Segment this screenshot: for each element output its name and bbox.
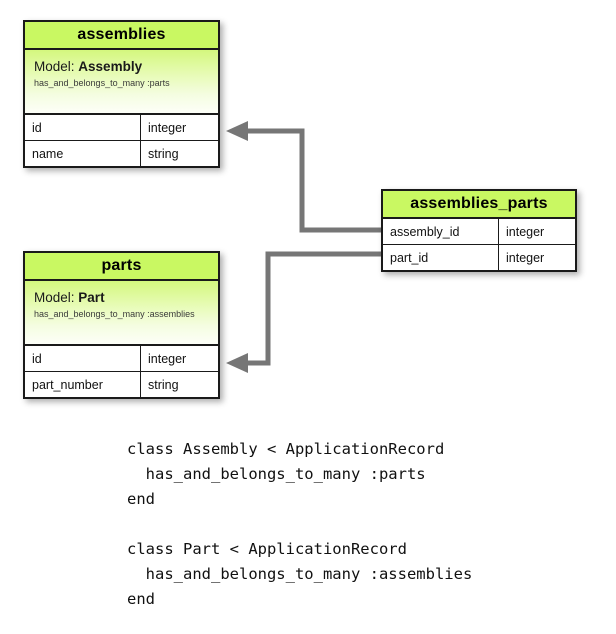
arrow-left-icon bbox=[226, 353, 248, 373]
er-column-row: part_id integer bbox=[383, 245, 575, 270]
er-column-name: part_number bbox=[25, 372, 141, 397]
code-block-assembly: class Assembly < ApplicationRecord has_a… bbox=[127, 440, 445, 508]
er-column-name: name bbox=[25, 141, 141, 166]
er-column-list: id integer part_number string bbox=[25, 346, 218, 397]
er-model-line: Model: Part bbox=[34, 290, 209, 306]
er-column-name: id bbox=[25, 346, 141, 371]
arrow-left-icon bbox=[226, 121, 248, 141]
er-column-type: integer bbox=[148, 120, 187, 135]
er-column-row: name string bbox=[25, 141, 218, 166]
er-column-list: id integer name string bbox=[25, 115, 218, 166]
er-column-name: part_id bbox=[383, 245, 499, 270]
code-block-part: class Part < ApplicationRecord has_and_b… bbox=[127, 540, 473, 608]
er-association-text: has_and_belongs_to_many :assemblies bbox=[34, 308, 195, 319]
er-column-name: assembly_id bbox=[383, 219, 499, 244]
er-column-type: integer bbox=[148, 351, 187, 366]
er-column-row: id integer bbox=[25, 346, 218, 372]
er-table-body: Model: Part has_and_belongs_to_many :ass… bbox=[25, 281, 218, 346]
er-model-name: Part bbox=[78, 290, 105, 305]
er-table-assemblies: assemblies Model: Assembly has_and_belon… bbox=[23, 20, 220, 168]
er-column-row: part_number string bbox=[25, 372, 218, 397]
er-table-title: assemblies_parts bbox=[383, 191, 575, 219]
er-column-list: assembly_id integer part_id integer bbox=[383, 219, 575, 270]
er-table-title: parts bbox=[25, 253, 218, 281]
connector-assembly-id-fk bbox=[226, 121, 381, 233]
er-table-title: assemblies bbox=[25, 22, 218, 50]
er-column-name: id bbox=[25, 115, 141, 140]
er-model-label: Model: bbox=[34, 59, 75, 74]
er-table-parts: parts Model: Part has_and_belongs_to_man… bbox=[23, 251, 220, 399]
er-column-type: string bbox=[148, 377, 179, 392]
er-table-assemblies-parts: assemblies_parts assembly_id integer par… bbox=[381, 189, 577, 272]
er-column-row: assembly_id integer bbox=[383, 219, 575, 245]
er-model-line: Model: Assembly bbox=[34, 59, 209, 75]
er-column-type: integer bbox=[506, 250, 545, 265]
er-model-name: Assembly bbox=[78, 59, 143, 74]
er-column-type: integer bbox=[506, 224, 545, 239]
er-column-row: id integer bbox=[25, 115, 218, 141]
er-association-text: has_and_belongs_to_many :parts bbox=[34, 77, 170, 88]
er-model-label: Model: bbox=[34, 290, 75, 305]
connector-part-id-fk bbox=[226, 251, 381, 373]
er-column-type: string bbox=[148, 146, 179, 161]
er-table-body: Model: Assembly has_and_belongs_to_many … bbox=[25, 50, 218, 115]
